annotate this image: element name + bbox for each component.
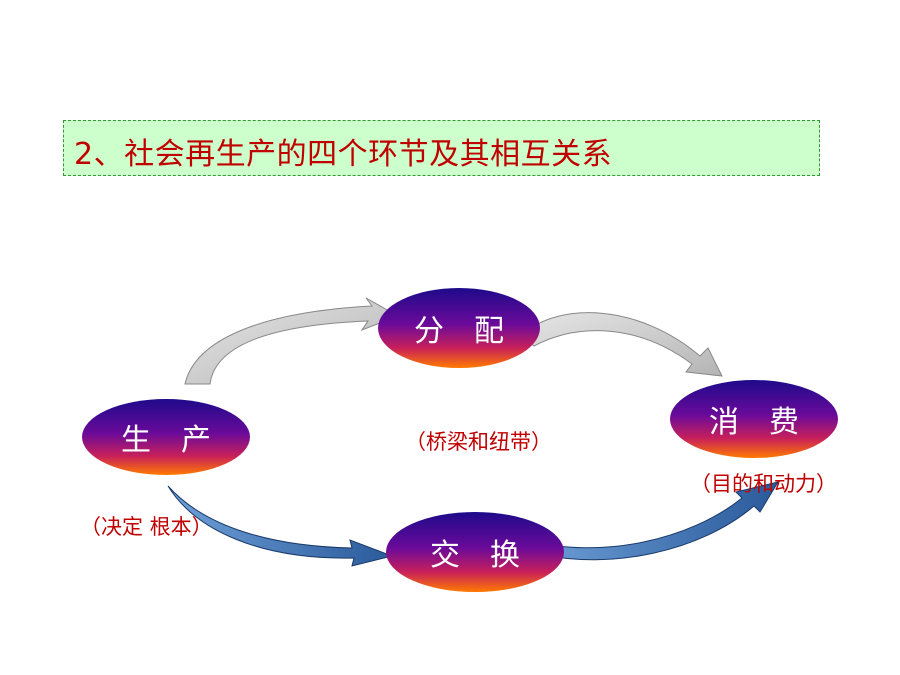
node-production: 生 产 bbox=[82, 399, 250, 475]
production-note: （决定 根本） bbox=[80, 515, 213, 539]
title-box: 2、社会再生产的四个环节及其相互关系 bbox=[63, 120, 820, 176]
arrow-distribution-to-consumption bbox=[519, 312, 723, 377]
node-exchange: 交 换 bbox=[386, 512, 564, 592]
center-note: （桥梁和纽带） bbox=[405, 430, 552, 454]
slide-title: 2、社会再生产的四个环节及其相互关系 bbox=[74, 137, 613, 172]
node-exchange-label: 交 换 bbox=[430, 538, 520, 573]
node-distribution: 分 配 bbox=[378, 288, 540, 368]
node-consumption: 消 费 bbox=[670, 380, 838, 458]
node-consumption-label: 消 费 bbox=[709, 405, 799, 440]
node-distribution-label: 分 配 bbox=[414, 314, 504, 349]
consumption-note: （目的和动力） bbox=[690, 472, 837, 496]
arrow-production-to-distribution bbox=[184, 297, 400, 385]
node-production-label: 生 产 bbox=[121, 423, 211, 458]
